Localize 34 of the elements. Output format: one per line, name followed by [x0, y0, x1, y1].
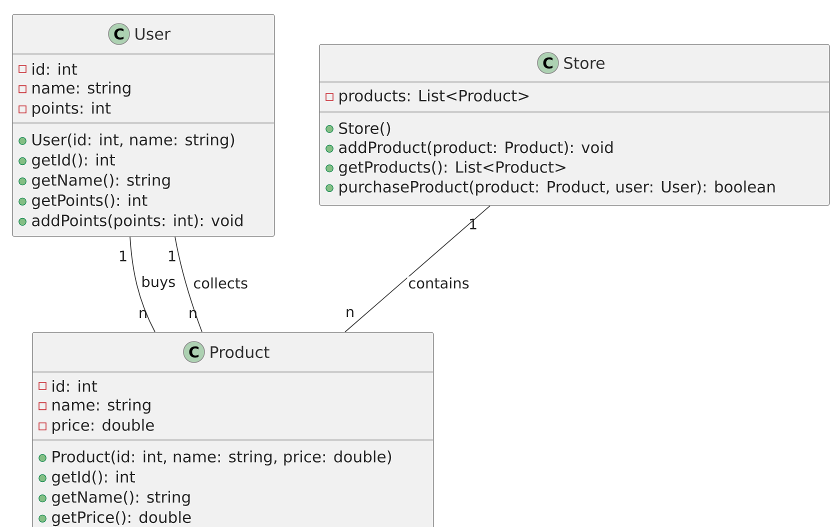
method-text: purchaseProduct(product: Product, user: User): boolean	[340, 180, 775, 196]
attribute-text: id: int	[52, 380, 98, 392]
multiplicity-label: 1	[470, 218, 476, 230]
edge-label: collects	[192, 276, 250, 290]
multiplicity-label: n	[346, 308, 354, 318]
method-text: getId(): int	[32, 154, 115, 169]
association-line	[130, 236, 156, 332]
multiplicity-label: n	[140, 310, 146, 318]
method-text: getPrice(): double	[52, 511, 191, 526]
method-text: addPoints(points: int): void	[32, 214, 242, 230]
edge-label: contains	[407, 276, 470, 290]
class-name: User	[136, 28, 171, 40]
method-text: getProducts(): List<Product>	[339, 160, 566, 176]
multiplicity-label: 1	[169, 250, 176, 262]
association-line	[174, 236, 202, 332]
edge-label: buys	[140, 275, 177, 291]
class-name: Store	[564, 56, 604, 70]
method-text: User(id: int, name: string)	[32, 133, 234, 149]
association-line	[344, 205, 490, 332]
attribute-text: name: string	[52, 398, 150, 414]
method-text: Store()	[339, 122, 390, 136]
method-text: getName(): string	[52, 490, 190, 506]
attribute-text: id: int	[32, 62, 78, 75]
attribute-text: price: double	[52, 418, 154, 434]
method-text: getName(): string	[32, 174, 170, 189]
attribute-text: points: int	[32, 102, 111, 117]
method-text: addProduct(product: Product): void	[339, 141, 613, 156]
attribute-text: products: List<Product>	[340, 89, 528, 105]
attribute-text: name: string	[32, 82, 130, 97]
method-text: getId(): int	[52, 470, 135, 486]
method-text: Product(id: int, name: string, price: double)	[52, 450, 392, 466]
method-text: getPoints(): int	[32, 194, 148, 210]
multiplicity-label: 1	[120, 250, 126, 262]
class-name: Product	[210, 346, 270, 358]
